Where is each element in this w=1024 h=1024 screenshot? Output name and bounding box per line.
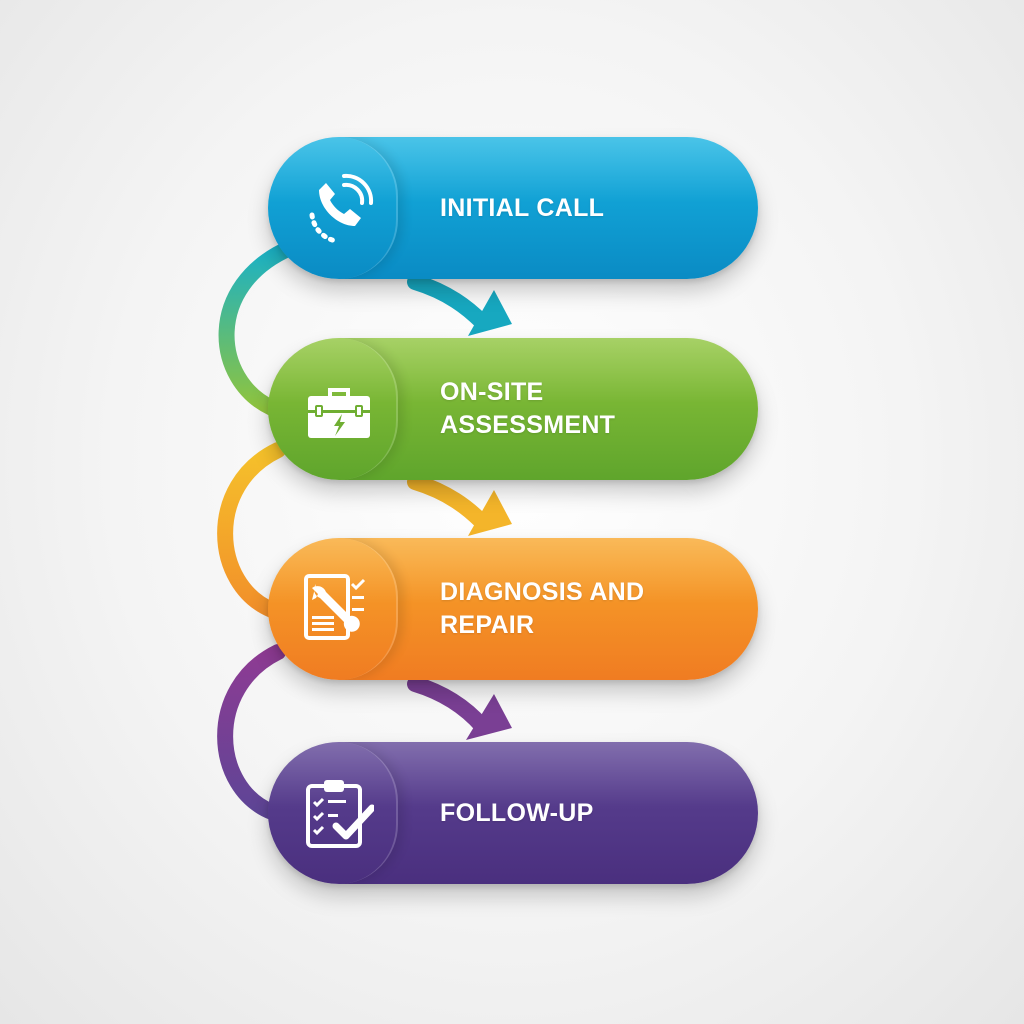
toolbox-icon (308, 388, 370, 438)
clipboard-check-icon (306, 780, 374, 848)
step-label: INITIAL CALL (440, 193, 605, 222)
step-initial-call: INITIAL CALL (268, 137, 758, 279)
step-icon-area (268, 742, 398, 884)
step-follow-up: FOLLOW-UP (268, 742, 758, 884)
step-label: DIAGNOSIS AND REPAIR (440, 578, 645, 639)
phone-icon (309, 173, 374, 243)
step-label: ON-SITE ASSESSMENT (440, 378, 616, 439)
step-diagnosis-and-repair: DIAGNOSIS AND REPAIR (268, 538, 758, 680)
connector-arrow-2 (217, 442, 512, 618)
step-on-site-assessment: ON-SITE ASSESSMENT (268, 338, 758, 480)
connector-arrow-3 (217, 644, 512, 820)
step-icon-area (268, 137, 398, 279)
step-icon-area (268, 338, 398, 480)
step-label: FOLLOW-UP (440, 798, 594, 827)
connector-arrow-1 (218, 240, 512, 416)
step-icon-area (268, 538, 398, 680)
wrench-checklist-icon (304, 574, 366, 640)
